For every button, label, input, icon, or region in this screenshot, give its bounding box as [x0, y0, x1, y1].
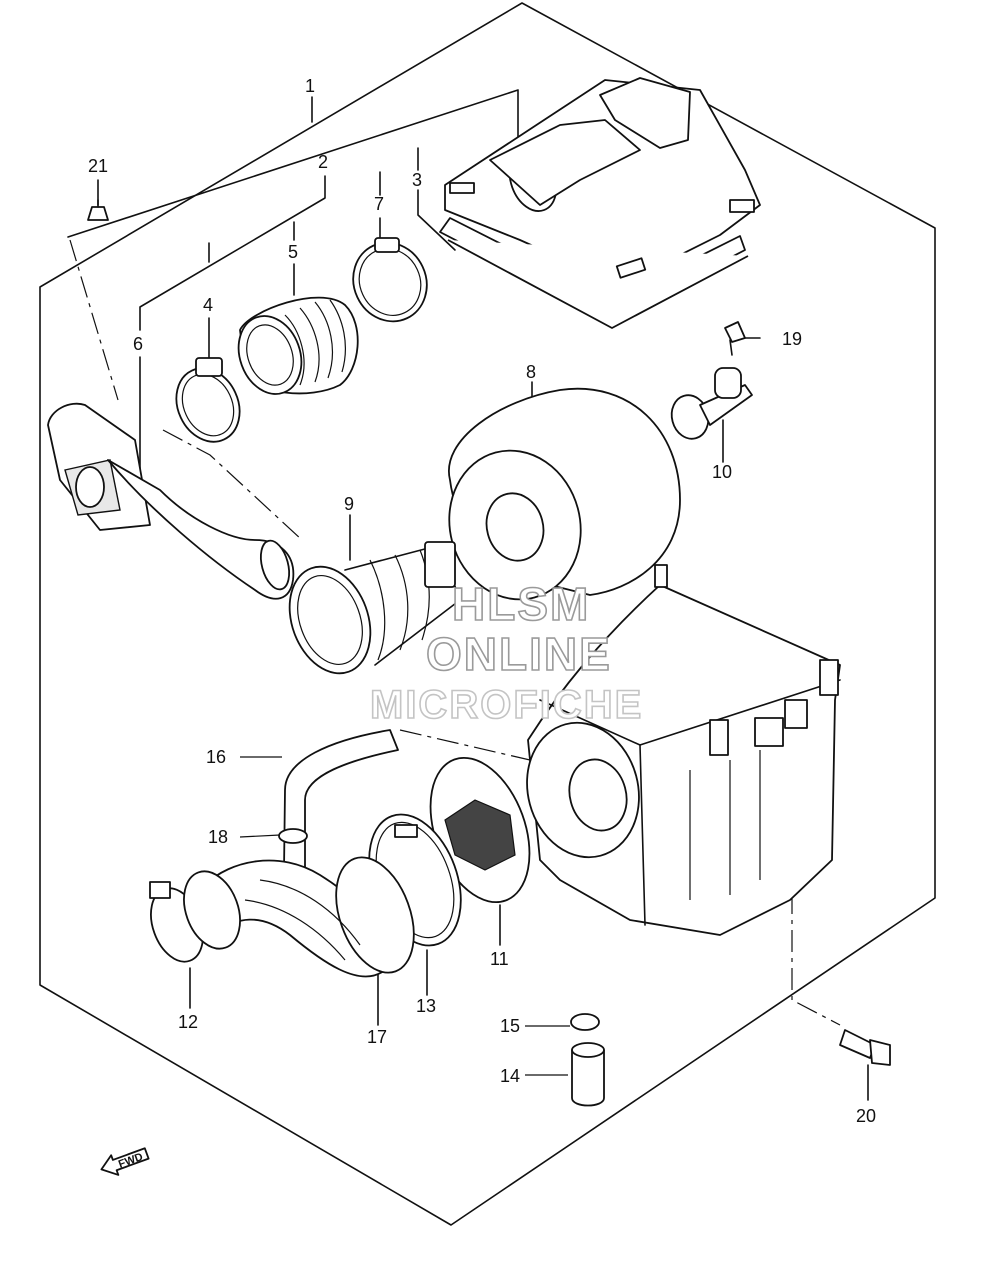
intake-boot [237, 296, 359, 395]
callout-label-2: 2 [318, 152, 328, 172]
callout-label-5: 5 [288, 242, 298, 262]
callout-label-3: 3 [412, 170, 422, 190]
callout-label-8: 8 [526, 362, 536, 382]
callout-label-9: 9 [344, 494, 354, 514]
callout-label-11: 11 [490, 949, 509, 969]
watermark-line-3: MICROFICHE [370, 683, 643, 727]
clamp-12 [149, 870, 241, 963]
clip-18 [278, 828, 308, 844]
filter-cage [288, 541, 461, 675]
clip-21 [87, 199, 109, 221]
intake-duct [47, 402, 295, 600]
callout-label-7: 7 [374, 194, 384, 214]
callout-label-4: 4 [203, 295, 213, 315]
bolt-20 [839, 1029, 891, 1066]
callout-label-10: 10 [712, 462, 732, 482]
callout-label-21: 21 [88, 156, 108, 176]
callout-label-14: 14 [500, 1066, 520, 1086]
callout-label-13: 13 [416, 996, 436, 1016]
fwd-label: FWD [117, 1151, 145, 1171]
callout-label-12: 12 [178, 1012, 198, 1032]
watermark: HLSM ONLINE MICROFICHE [369, 577, 643, 728]
callout-label-15: 15 [500, 1016, 520, 1036]
callout-label-16: 16 [206, 747, 226, 767]
callout-label-17: 17 [367, 1027, 387, 1047]
clamp-4 [175, 357, 241, 443]
air-cleaner-case [526, 564, 841, 936]
breather-assembly [670, 321, 753, 440]
drain-hose [283, 729, 399, 871]
callout-label-19: 19 [782, 329, 802, 349]
clamp-7 [352, 237, 428, 323]
callout-labels: 1 2 3 4 5 6 7 8 9 10 11 12 13 14 15 16 1… [88, 76, 876, 1126]
watermark-line-2: ONLINE [426, 628, 612, 680]
intake-pipe [204, 856, 415, 978]
callout-label-18: 18 [208, 827, 228, 847]
watermark-line-1: HLSM [452, 578, 590, 630]
clip-15 [570, 1013, 600, 1031]
air-filter-element [448, 387, 681, 601]
air-cleaner-cap [439, 77, 761, 329]
callout-label-1: 1 [305, 76, 315, 96]
drain-plug [571, 1042, 605, 1107]
callout-label-6: 6 [133, 334, 143, 354]
callout-label-20: 20 [856, 1106, 876, 1126]
forward-direction-arrow: FWD [100, 1147, 150, 1176]
assembly-outline [39, 2, 936, 1226]
